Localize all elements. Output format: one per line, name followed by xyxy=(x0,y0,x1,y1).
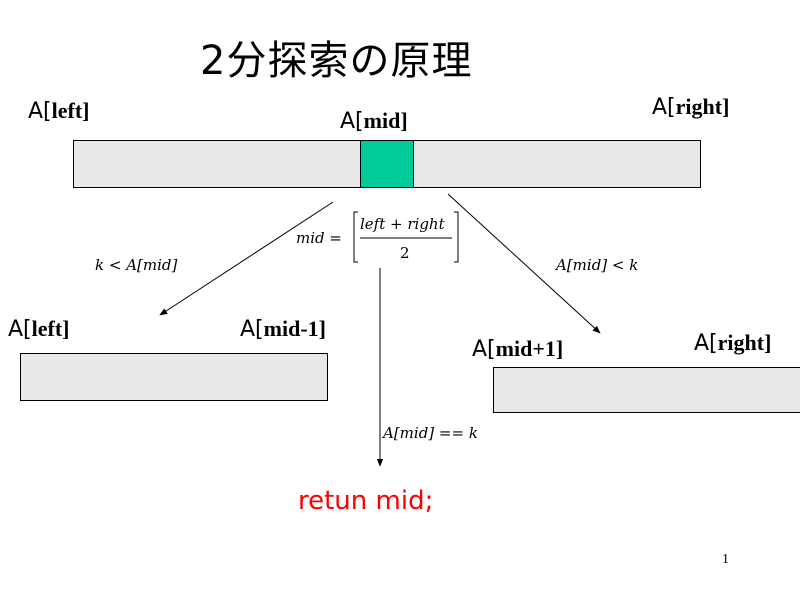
formula-lhs: mid = xyxy=(296,229,342,247)
label-top-left: A[left] xyxy=(28,98,90,124)
page-number: 1 xyxy=(722,552,729,567)
label-rightsub-right: A[right] xyxy=(694,330,772,356)
formula-numerator: left + right xyxy=(360,215,445,233)
array-mid-cell xyxy=(360,140,414,188)
label-top-right: A[right] xyxy=(652,94,730,120)
array-bar-right-sub xyxy=(493,367,800,413)
arrow-right-branch xyxy=(447,193,601,334)
condition-right-branch: A[mid] < k xyxy=(556,256,639,274)
result-text: retun mid; xyxy=(298,486,434,516)
label-leftsub-left: A[left] xyxy=(8,316,70,342)
slide-title: 2分探索の原理 xyxy=(200,38,473,84)
array-bar-left-sub xyxy=(20,353,328,401)
condition-equal-branch: A[mid] == k xyxy=(383,424,478,442)
arrow-left-branch xyxy=(159,201,334,316)
floor-bracket-right xyxy=(454,211,459,263)
condition-left-branch: k < A[mid] xyxy=(95,256,178,274)
label-top-mid: A[mid] xyxy=(340,108,408,134)
label-rightsub-left: A[mid+1] xyxy=(472,336,564,362)
label-leftsub-right: A[mid-1] xyxy=(240,316,326,342)
formula-denominator: 2 xyxy=(400,244,410,262)
floor-bracket-left xyxy=(353,211,358,263)
